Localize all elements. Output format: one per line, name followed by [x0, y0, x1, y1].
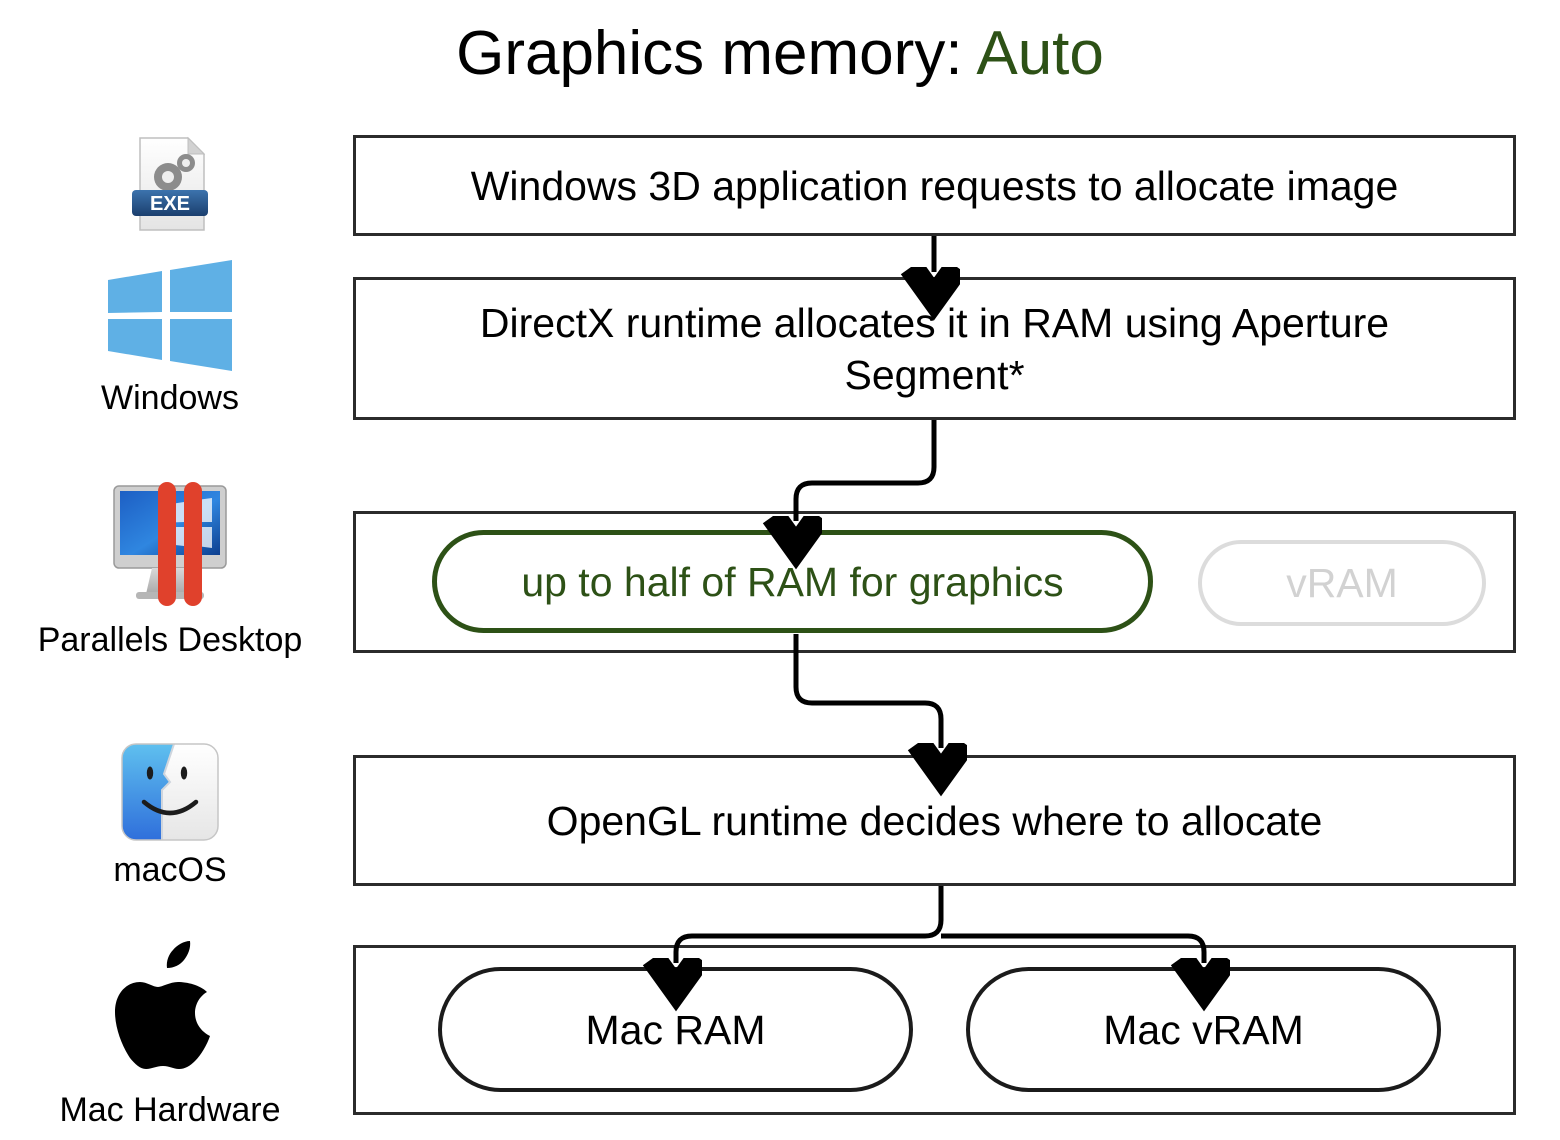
- page-title: Graphics memory: Auto: [0, 14, 1560, 94]
- windows-app-box: Windows 3D application requests to alloc…: [353, 135, 1516, 236]
- rail-item-windows: Windows: [0, 258, 340, 418]
- rail-item-mac-hardware: Mac Hardware: [0, 938, 340, 1130]
- opengl-runtime-box-text: OpenGL runtime decides where to allocate: [546, 797, 1323, 844]
- opengl-runtime-box: OpenGL runtime decides where to allocate: [353, 755, 1516, 886]
- vram-disabled-label: vRAM: [1286, 560, 1398, 606]
- windows-app-box-text: Windows 3D application requests to alloc…: [470, 162, 1399, 209]
- rail-item-macos: macOS: [0, 740, 340, 890]
- page-title-prefix: Graphics memory:: [456, 19, 977, 88]
- directx-runtime-box: DirectX runtime allocates it in RAM usin…: [353, 277, 1516, 420]
- svg-text:EXE: EXE: [150, 193, 190, 215]
- vram-disabled-pill: vRAM: [1198, 540, 1486, 626]
- mac-ram-label: Mac RAM: [585, 1006, 766, 1053]
- rail-label-mac-hardware: Mac Hardware: [59, 1091, 281, 1129]
- rail-item-parallels: Parallels Desktop: [0, 478, 340, 660]
- page-title-value: Auto: [976, 19, 1104, 88]
- parallels-desktop-icon: [113, 482, 227, 606]
- connector-directx-to-ram-pill: [796, 420, 937, 521]
- macos-finder-icon: [121, 743, 219, 841]
- apple-logo-icon: [115, 941, 210, 1069]
- mac-vram-pill[interactable]: Mac vRAM: [966, 967, 1441, 1092]
- rail-label-macos: macOS: [113, 851, 227, 889]
- rail-item-exe: EXE: [0, 132, 340, 236]
- mac-vram-label: Mac vRAM: [1103, 1006, 1304, 1053]
- mac-ram-pill[interactable]: Mac RAM: [438, 967, 913, 1092]
- ram-for-graphics-pill[interactable]: up to half of RAM for graphics: [432, 530, 1153, 633]
- rail-label-parallels: Parallels Desktop: [37, 621, 303, 659]
- ram-for-graphics-label: up to half of RAM for graphics: [521, 558, 1064, 605]
- directx-runtime-box-text: DirectX runtime allocates it in RAM usin…: [479, 299, 1390, 398]
- rail-label-windows: Windows: [101, 379, 239, 417]
- exe-file-icon: EXE: [132, 136, 208, 231]
- windows-logo-icon: [108, 260, 232, 371]
